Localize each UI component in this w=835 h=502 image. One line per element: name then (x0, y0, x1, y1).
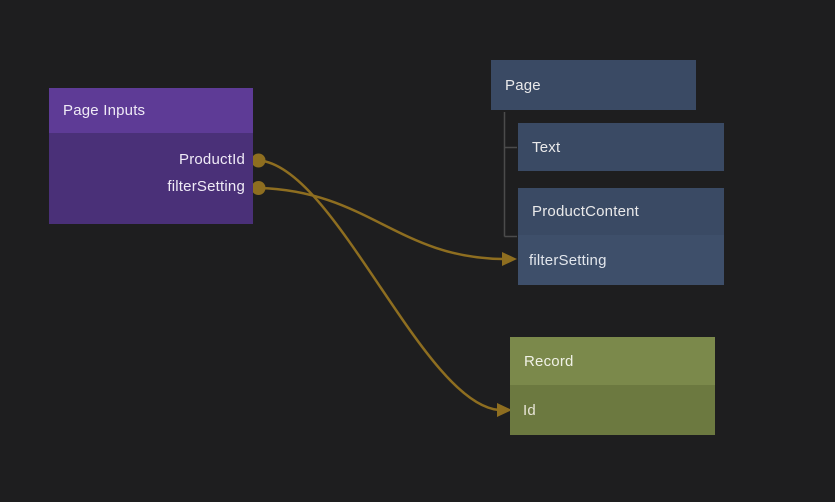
output-port-filtersetting[interactable] (251, 181, 266, 195)
node-page-header[interactable]: Page (491, 60, 696, 110)
output-row-filtersetting[interactable]: filterSetting (49, 173, 253, 200)
field-label-id: Id (523, 401, 536, 419)
node-page-title: Page (505, 76, 541, 94)
node-page-inputs-header[interactable]: Page Inputs (49, 88, 253, 133)
node-text-title: Text (532, 138, 561, 156)
node-record[interactable]: Record Id (510, 337, 715, 435)
node-text[interactable]: Text (518, 123, 724, 171)
node-page[interactable]: Page (491, 60, 696, 110)
node-page-inputs-body: ProductId filterSetting (49, 133, 253, 224)
field-row-filtersetting[interactable]: filterSetting (518, 235, 724, 285)
node-record-title: Record (524, 352, 574, 370)
arrowhead-filtersetting (502, 252, 517, 266)
node-product-content-title: ProductContent (532, 203, 640, 220)
tree-connector-line (503, 112, 517, 238)
node-record-header[interactable]: Record (510, 337, 715, 385)
output-row-productid[interactable]: ProductId (49, 146, 253, 173)
node-product-content-header[interactable]: ProductContent (518, 188, 724, 235)
connection-filtersetting-to-filtersetting[interactable] (258, 186, 504, 261)
node-page-inputs-title: Page Inputs (63, 102, 146, 119)
output-label-productid: ProductId (178, 151, 245, 168)
node-product-content[interactable]: ProductContent filterSetting (518, 188, 724, 285)
node-page-inputs[interactable]: Page Inputs ProductId filterSetting (49, 88, 253, 224)
output-port-productid[interactable] (251, 153, 266, 168)
node-text-header[interactable]: Text (518, 123, 724, 171)
output-label-filtersetting: filterSetting (167, 178, 245, 195)
connection-productid-to-id[interactable] (258, 159, 500, 412)
field-label-filtersetting: filterSetting (529, 251, 607, 269)
field-row-id[interactable]: Id (510, 385, 715, 435)
